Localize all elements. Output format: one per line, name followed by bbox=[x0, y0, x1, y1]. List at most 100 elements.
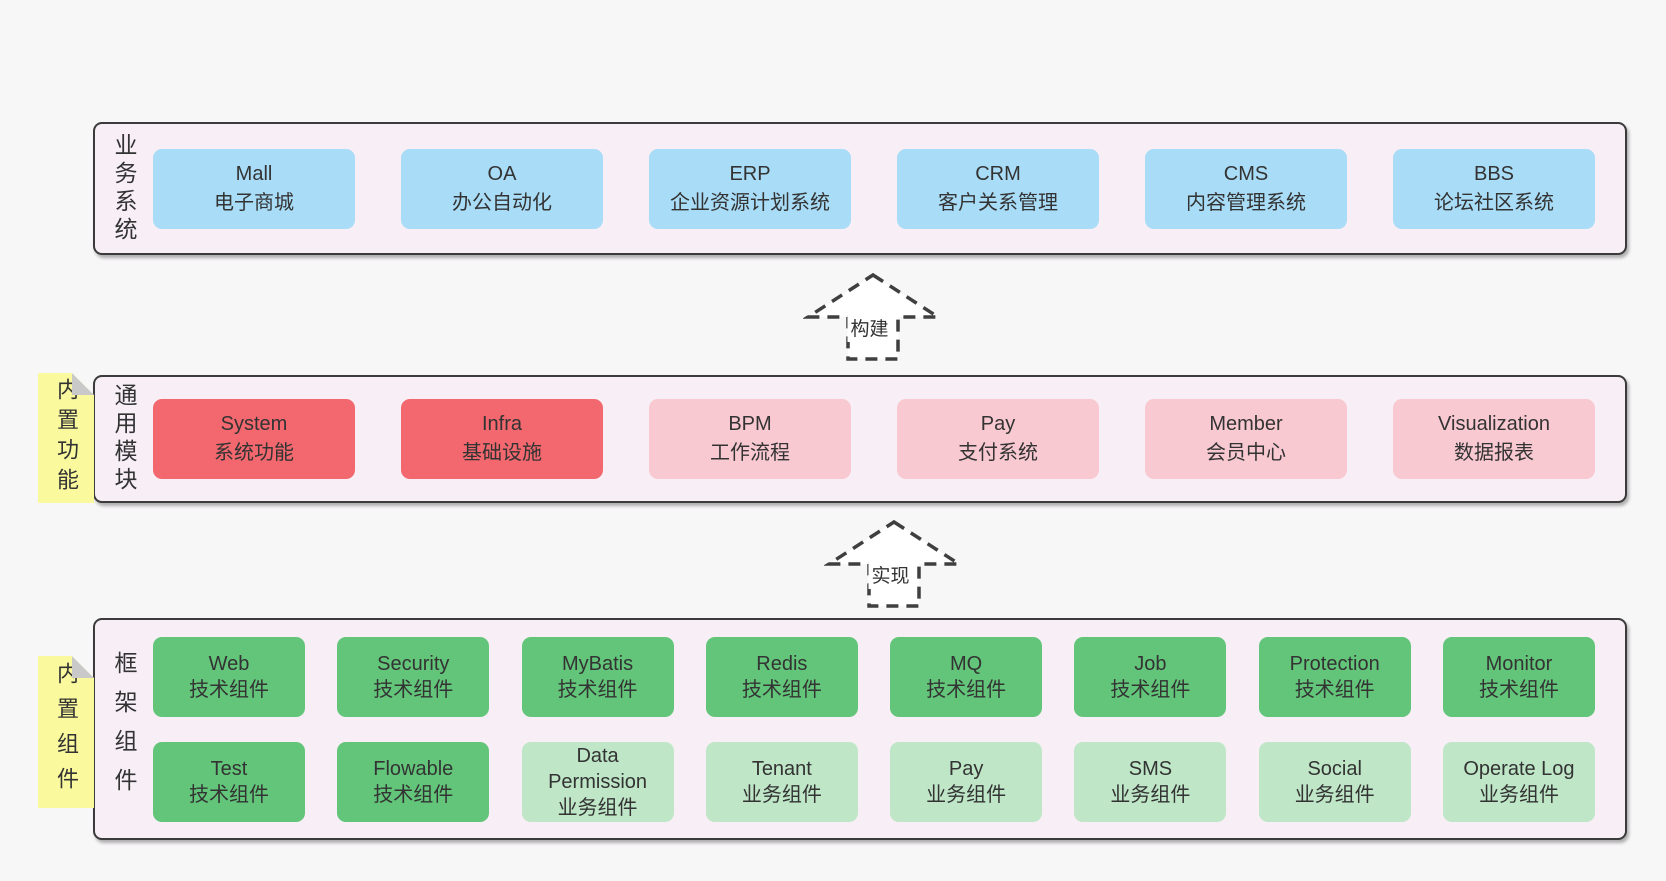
build-arrow-icon: 构建 bbox=[803, 271, 943, 363]
box-subtitle: 业务组件 bbox=[1110, 783, 1191, 806]
box-title: Security bbox=[377, 652, 450, 675]
box-subtitle: 论坛社区系统 bbox=[1434, 191, 1554, 214]
folded-corner-icon bbox=[72, 373, 94, 395]
box-pay: Pay 业务组件 bbox=[890, 741, 1043, 822]
box-subtitle: 系统功能 bbox=[214, 442, 294, 464]
box-protection: Protection 技术组件 bbox=[1258, 636, 1411, 717]
box-data-permission: Data Permission 业务组件 bbox=[521, 741, 674, 822]
box-subtitle: 技术组件 bbox=[1294, 678, 1375, 701]
box-subtitle: 客户关系管理 bbox=[938, 191, 1058, 214]
box-subtitle: 内容管理系统 bbox=[1186, 191, 1306, 214]
box-row: System 系统功能 Infra 基础设施 BPM 工作流程 Pay 支付系统 Member 会… bbox=[153, 399, 1595, 479]
box-title: Infra bbox=[481, 413, 523, 435]
box-title: Pay bbox=[948, 757, 984, 780]
box-title: Mall bbox=[235, 162, 273, 185]
box-title: Operate Log bbox=[1463, 757, 1575, 780]
box-title: Job bbox=[1134, 652, 1167, 675]
box-subtitle: 技术组件 bbox=[373, 678, 454, 701]
note-label: 内置功能 bbox=[54, 378, 79, 498]
box-subtitle: 工作流程 bbox=[710, 442, 790, 464]
box-subtitle: 技术组件 bbox=[1478, 678, 1559, 701]
box-title: OA bbox=[487, 162, 517, 185]
box-title: BPM bbox=[728, 413, 772, 435]
box-subtitle: 业务组件 bbox=[557, 796, 638, 819]
box-title: Pay bbox=[980, 413, 1016, 435]
box-title: System bbox=[220, 413, 288, 435]
box-title: Monitor bbox=[1485, 652, 1553, 675]
box-social: Social 业务组件 bbox=[1258, 741, 1411, 822]
box-security: Security 技术组件 bbox=[337, 636, 490, 717]
box-title: Protection bbox=[1289, 652, 1380, 675]
box-mybatis: MyBatis 技术组件 bbox=[521, 636, 674, 717]
box-subtitle: 技术组件 bbox=[189, 678, 269, 701]
box-subtitle: 企业资源计划系统 bbox=[670, 191, 830, 214]
band-common-modules: 通用模块 System 系统功能 Infra 基础设施 BPM 工作流程 Pay 支付系统 Me… bbox=[93, 375, 1627, 503]
box-title: Visualization bbox=[1438, 413, 1550, 435]
box-mall: Mall 电子商城 bbox=[153, 148, 355, 229]
box-title: MyBatis bbox=[562, 652, 634, 675]
box-subtitle: 技术组件 bbox=[557, 678, 638, 701]
box-title: CRM bbox=[975, 162, 1021, 185]
build-arrow-label: 构建 bbox=[847, 313, 892, 342]
note-label: 内置组件 bbox=[54, 662, 79, 802]
box-redis: Redis 技术组件 bbox=[705, 636, 858, 717]
box-subtitle: 技术组件 bbox=[1110, 678, 1191, 701]
box-flowable: Flowable 技术组件 bbox=[337, 741, 490, 822]
box-infra: Infra 基础设施 bbox=[401, 399, 603, 479]
box-tenant: Tenant 业务组件 bbox=[705, 741, 858, 822]
box-system: System 系统功能 bbox=[153, 399, 355, 479]
box-title: Tenant bbox=[751, 757, 812, 780]
folded-corner-icon bbox=[72, 656, 94, 678]
sticky-note-built-in-components: 内置组件 bbox=[38, 656, 94, 808]
box-subtitle: 业务组件 bbox=[926, 783, 1007, 806]
box-subtitle: 基础设施 bbox=[462, 442, 542, 464]
box-cms: CMS 内容管理系统 bbox=[1145, 148, 1347, 229]
box-member: Member 会员中心 bbox=[1145, 399, 1347, 479]
box-subtitle: 支付系统 bbox=[958, 442, 1038, 464]
box-subtitle: 电子商城 bbox=[214, 191, 294, 214]
implement-arrow-label: 实现 bbox=[868, 560, 913, 589]
box-pay: Pay 支付系统 bbox=[897, 399, 1099, 479]
box-title: ERP bbox=[729, 162, 771, 185]
box-subtitle: 业务组件 bbox=[1294, 783, 1375, 806]
box-visualization: Visualization 数据报表 bbox=[1393, 399, 1595, 479]
box-job: Job 技术组件 bbox=[1074, 636, 1227, 717]
box-subtitle: 技术组件 bbox=[373, 783, 454, 806]
box-title: CMS bbox=[1223, 162, 1269, 185]
box-subtitle: 会员中心 bbox=[1206, 442, 1286, 464]
box-title: SMS bbox=[1128, 757, 1173, 780]
sticky-note-built-in-functions: 内置功能 bbox=[38, 373, 94, 503]
box-subtitle: 业务组件 bbox=[1478, 783, 1559, 806]
box-title: Flowable bbox=[373, 757, 454, 780]
box-monitor: Monitor 技术组件 bbox=[1442, 636, 1595, 717]
box-web: Web 技术组件 bbox=[153, 636, 305, 717]
box-title: BBS bbox=[1473, 162, 1515, 185]
box-title: Member bbox=[1209, 413, 1283, 435]
band-rows: System 系统功能 Infra 基础设施 BPM 工作流程 Pay 支付系统 Member 会… bbox=[153, 377, 1595, 501]
box-subtitle: 技术组件 bbox=[741, 678, 822, 701]
box-bpm: BPM 工作流程 bbox=[649, 399, 851, 479]
box-subtitle: 技术组件 bbox=[189, 783, 269, 806]
box-subtitle: 业务组件 bbox=[741, 783, 822, 806]
box-title: Data Permission bbox=[548, 744, 648, 793]
band-label: 通用模块 bbox=[111, 383, 137, 495]
box-subtitle: 数据报表 bbox=[1454, 442, 1534, 464]
box-title: Web bbox=[208, 652, 250, 675]
box-erp: ERP 企业资源计划系统 bbox=[649, 148, 851, 229]
box-subtitle: 技术组件 bbox=[926, 678, 1007, 701]
band-label: 业务系统 bbox=[111, 132, 137, 245]
box-operate-log: Operate Log 业务组件 bbox=[1442, 741, 1595, 822]
box-title: Social bbox=[1307, 757, 1362, 780]
box-title: Redis bbox=[756, 652, 808, 675]
